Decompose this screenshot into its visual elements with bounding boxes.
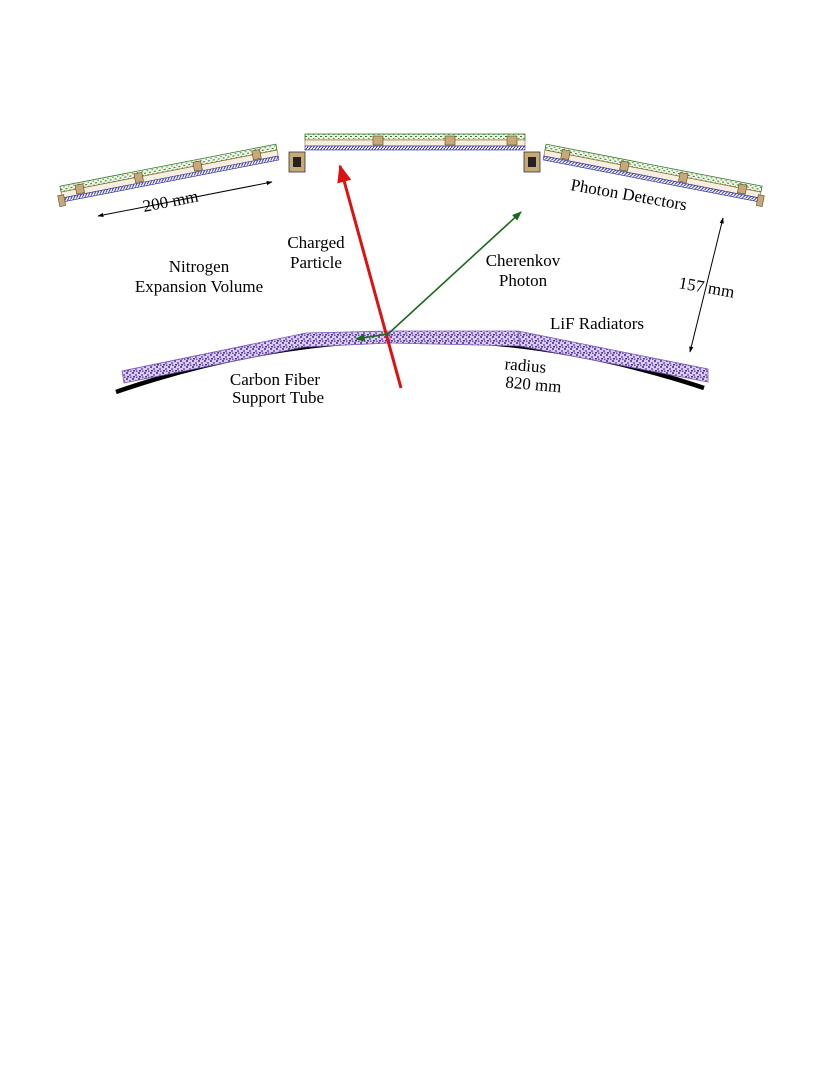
label-particle: Particle: [290, 253, 342, 272]
photon-detector-right: [542, 143, 765, 207]
lif-radiator-right: [517, 330, 709, 383]
label-photon: Photon: [499, 271, 548, 290]
label-support-tube: Support Tube: [232, 388, 324, 407]
cherenkov-photon-short-ray: [355, 333, 389, 342]
lif-radiator-center: [389, 330, 521, 347]
charged-particle-track: [337, 164, 403, 389]
label-157mm: 157 mm: [677, 273, 736, 301]
label-lif-radiators: LiF Radiators: [550, 314, 644, 333]
photon-detector-center: [304, 133, 526, 151]
label-radius: radius: [504, 354, 547, 377]
label-cherenkov: Cherenkov: [486, 251, 561, 270]
label-200mm: 200 mm: [141, 187, 200, 216]
label-nitrogen: Nitrogen: [169, 257, 230, 276]
label-charged: Charged: [287, 233, 345, 252]
label-radius-value: 820 mm: [505, 373, 563, 397]
label-expansion-volume: Expansion Volume: [135, 277, 263, 296]
cherenkov-photon-ray: [387, 211, 522, 335]
label-carbon-fiber: Carbon Fiber: [230, 370, 321, 389]
dimension-arrow-157mm: [689, 217, 724, 353]
dimension-arrow-200mm: [97, 180, 273, 218]
detector-mount-right: [523, 151, 541, 173]
detector-mount-left: [288, 151, 306, 173]
